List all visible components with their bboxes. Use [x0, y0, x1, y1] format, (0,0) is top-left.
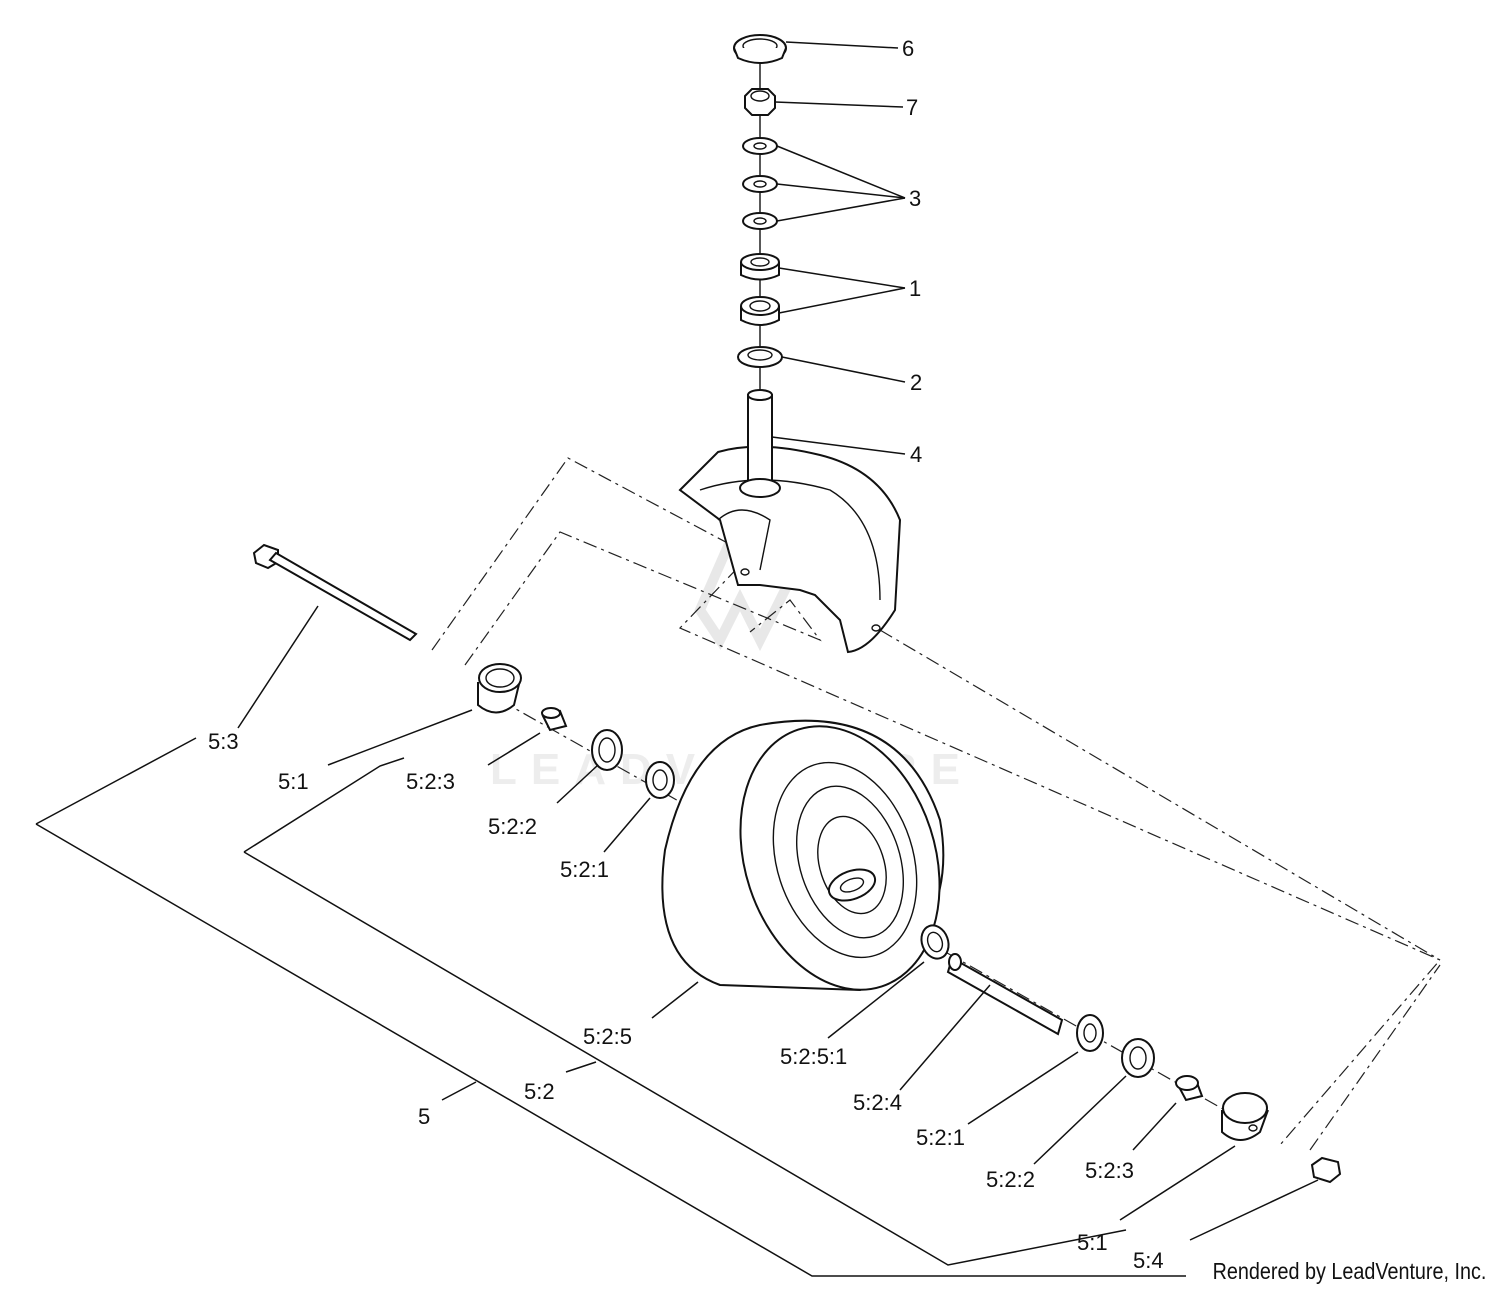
- caster-fork-part[interactable]: [678, 389, 902, 654]
- tapered-bearing-part-lower[interactable]: [740, 296, 780, 326]
- callout-5-1-left: 5:1: [278, 769, 309, 794]
- wheel-bearing-part-left[interactable]: [645, 761, 675, 799]
- tapered-bearing-part-upper[interactable]: [740, 253, 780, 281]
- callout-5-2-2-right: 5:2:2: [986, 1167, 1035, 1192]
- callout-labels: 6 7 3 1 2 4 5:3 5:1 5:2:3 5:2:2 5:2:1 5:…: [208, 36, 1164, 1273]
- callout-5-2-3-right: 5:2:3: [1085, 1158, 1134, 1183]
- callout-5-3: 5:3: [208, 729, 239, 754]
- callout-5-2-1-left: 5:2:1: [560, 857, 609, 882]
- render-credit: Rendered by LeadVenture, Inc.: [1212, 1258, 1486, 1284]
- callout-5-2: 5:2: [524, 1079, 555, 1104]
- callout-6: 6: [902, 36, 914, 61]
- axle-tube-part[interactable]: [946, 953, 1064, 1036]
- leader-lines: [35, 41, 1319, 1277]
- callout-5-2-4: 5:2:4: [853, 1090, 902, 1115]
- bearing-seal-part-right[interactable]: [1121, 1038, 1155, 1078]
- wheel-nut-part[interactable]: [1310, 1156, 1342, 1184]
- bushing-part-right[interactable]: [1175, 1075, 1204, 1102]
- callout-5-2-5-1: 5:2:5:1: [780, 1044, 847, 1069]
- callout-5-2-3-left: 5:2:3: [406, 769, 455, 794]
- callout-7: 7: [906, 95, 918, 120]
- callout-2: 2: [910, 370, 922, 395]
- dust-cap-part[interactable]: [733, 34, 787, 64]
- washer-part-b[interactable]: [742, 175, 778, 193]
- callout-4: 4: [910, 442, 922, 467]
- bushing-part-left[interactable]: [541, 707, 568, 732]
- wheel-bearing-part-right[interactable]: [1076, 1014, 1104, 1052]
- washer-part-a[interactable]: [742, 137, 778, 155]
- washer-part-c[interactable]: [742, 212, 778, 230]
- callout-1: 1: [909, 276, 921, 301]
- lock-nut-part[interactable]: [744, 88, 776, 116]
- wheel-tire-part[interactable]: [661, 700, 972, 1015]
- callout-5: 5: [418, 1104, 430, 1129]
- callout-5-2-1-right: 5:2:1: [916, 1125, 965, 1150]
- callout-5-2-2-left: 5:2:2: [488, 814, 537, 839]
- callout-5-2-5: 5:2:5: [583, 1024, 632, 1049]
- bearing-cup-part[interactable]: [917, 922, 953, 963]
- spacer-part-left[interactable]: [477, 663, 522, 714]
- callout-3: 3: [909, 186, 921, 211]
- callout-5-1-right: 5:1: [1077, 1230, 1108, 1255]
- callout-5-4: 5:4: [1133, 1248, 1164, 1273]
- spacer-part-right[interactable]: [1221, 1092, 1269, 1141]
- axle-bolt-part[interactable]: [252, 543, 418, 642]
- seal-part[interactable]: [737, 346, 783, 368]
- bearing-seal-part-left[interactable]: [591, 729, 623, 771]
